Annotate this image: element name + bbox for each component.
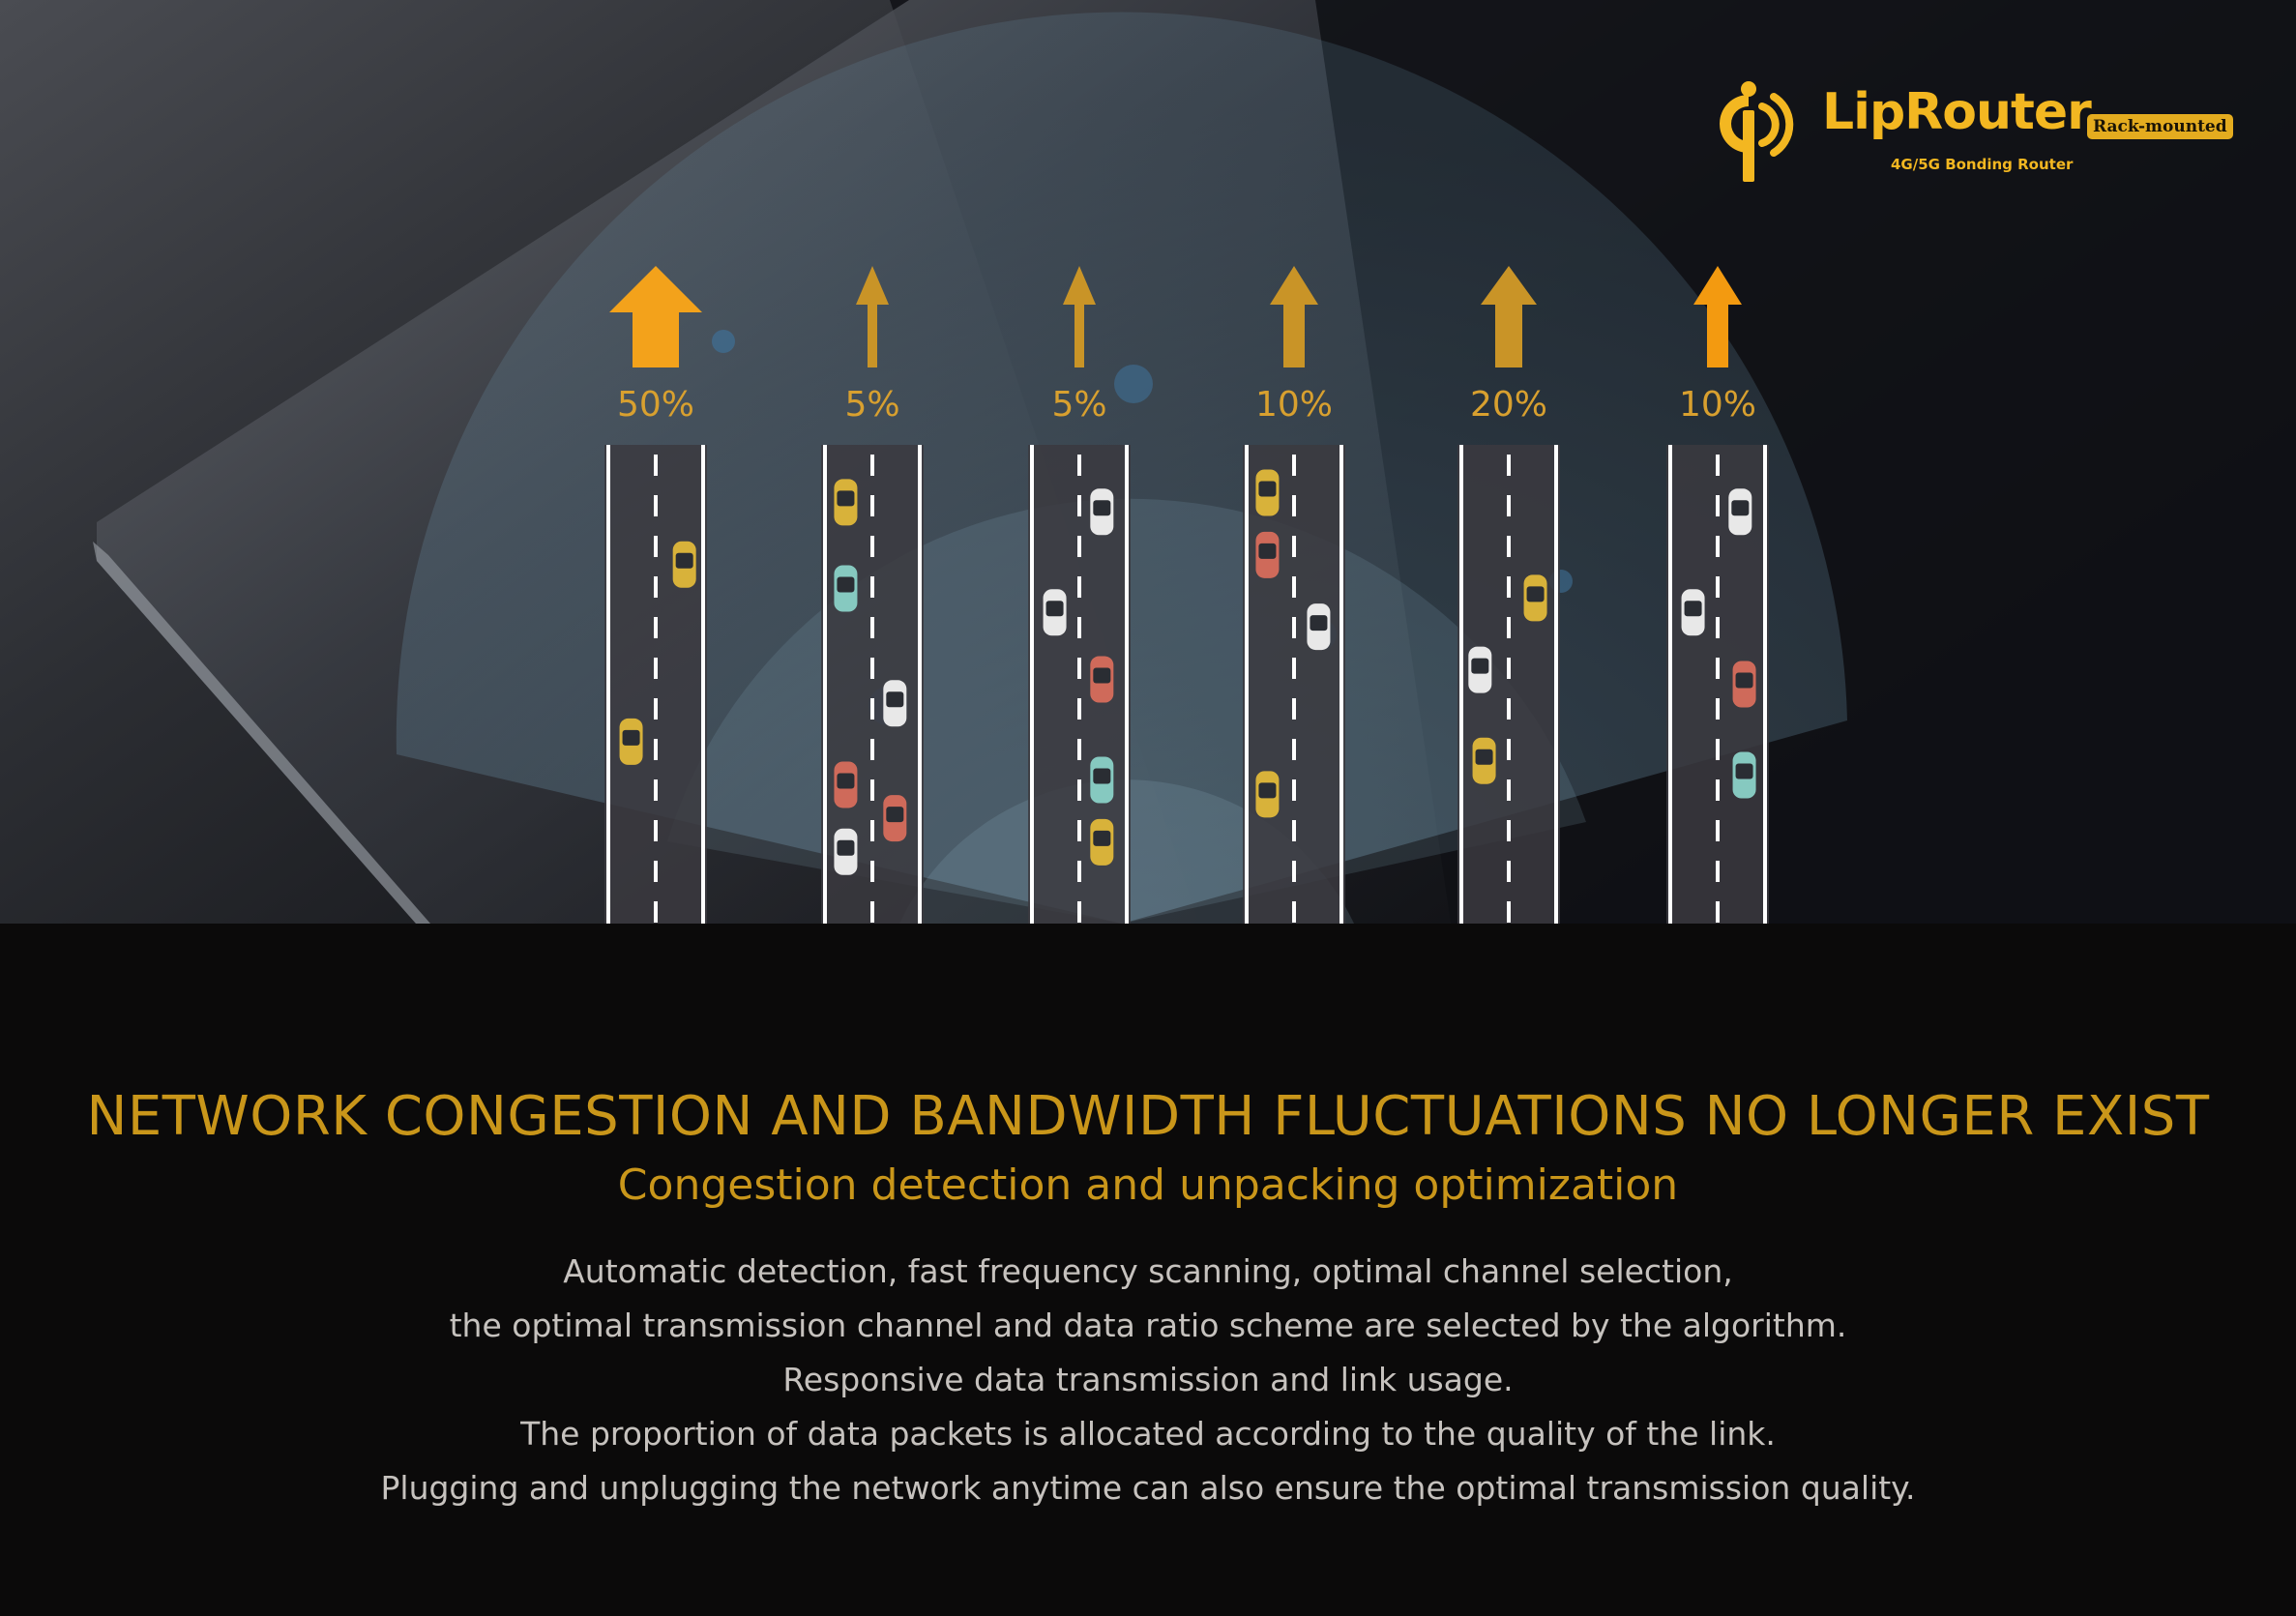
car-icon — [883, 680, 907, 727]
car-icon — [1255, 531, 1280, 578]
bandwidth-arrow-icon — [1481, 266, 1537, 367]
car-icon — [1732, 661, 1756, 708]
car-icon — [1728, 488, 1752, 536]
lane-5 — [1457, 266, 1560, 924]
body-text: Automatic detection, fast frequency scan… — [0, 1245, 2296, 1515]
car-icon — [1732, 751, 1756, 799]
car-icon — [1043, 589, 1067, 636]
bandwidth-arrow-icon — [609, 266, 702, 367]
car-icon — [883, 795, 907, 842]
car-icon — [1681, 589, 1705, 636]
car-icon — [834, 565, 858, 612]
lane-percent-label: 10% — [1254, 385, 1333, 425]
car-icon — [1090, 488, 1114, 536]
bandwidth-arrow-icon — [1270, 266, 1318, 367]
body-line: Automatic detection, fast frequency scan… — [563, 1252, 1733, 1290]
brand-tagline: 4G/5G Bonding Router — [1891, 156, 2074, 173]
lane-2 — [821, 266, 924, 924]
car-icon — [834, 479, 858, 526]
car-icon — [1090, 818, 1114, 866]
body-line: the optimal transmission channel and dat… — [449, 1307, 1847, 1344]
car-icon — [834, 828, 858, 875]
bandwidth-arrow-icon — [1063, 266, 1096, 367]
body-line: Responsive data transmission and link us… — [782, 1361, 1514, 1398]
lane-road — [604, 445, 707, 924]
body-line: Plugging and unplugging the network anyt… — [380, 1469, 1916, 1507]
car-icon — [1255, 771, 1280, 818]
lane-6 — [1666, 266, 1769, 924]
car-icon — [1468, 646, 1492, 693]
brand-badge: Rack-mounted — [2087, 114, 2233, 140]
car-icon — [1255, 469, 1280, 516]
lane-percent-label: 20% — [1469, 385, 1547, 425]
car-icon — [834, 761, 858, 808]
text-block: NETWORK CONGESTION AND BANDWIDTH FLUCTUA… — [0, 1078, 2296, 1515]
car-icon — [672, 541, 696, 588]
lane-4 — [1243, 266, 1345, 924]
car-icon — [1090, 656, 1114, 703]
lane-percent-label: 5% — [844, 385, 900, 425]
wifi-signal-pin-icon — [1720, 81, 1794, 182]
lane-percent-label: 50% — [616, 385, 694, 425]
lane-1 — [604, 266, 707, 924]
car-icon — [619, 718, 643, 765]
brand-logo: LipRouter Rack-mounted 4G/5G Bonding Rou… — [1702, 75, 2244, 182]
body-line: The proportion of data packets is alloca… — [520, 1415, 1776, 1453]
car-icon — [1090, 756, 1114, 804]
headline: NETWORK CONGESTION AND BANDWIDTH FLUCTUA… — [86, 1085, 2210, 1148]
brand-name: LipRouter — [1822, 83, 2092, 141]
car-icon — [1472, 737, 1496, 784]
car-icon — [1307, 603, 1331, 651]
bandwidth-arrow-icon — [1693, 266, 1742, 367]
lane-3 — [1028, 266, 1131, 924]
lanes-group — [604, 266, 1769, 924]
lane-road — [1243, 445, 1345, 924]
signal-dot — [712, 330, 735, 353]
lane-road — [1028, 445, 1131, 924]
bandwidth-arrow-icon — [856, 266, 889, 367]
lane-percent-label: 5% — [1051, 385, 1107, 425]
tablet-edge — [93, 542, 430, 924]
lane-percent-label: 10% — [1678, 385, 1756, 425]
traffic-lanes-illustration — [0, 0, 2296, 924]
car-icon — [1523, 574, 1547, 622]
signal-dot — [1114, 365, 1153, 403]
subheadline: Congestion detection and unpacking optim… — [617, 1161, 1679, 1210]
